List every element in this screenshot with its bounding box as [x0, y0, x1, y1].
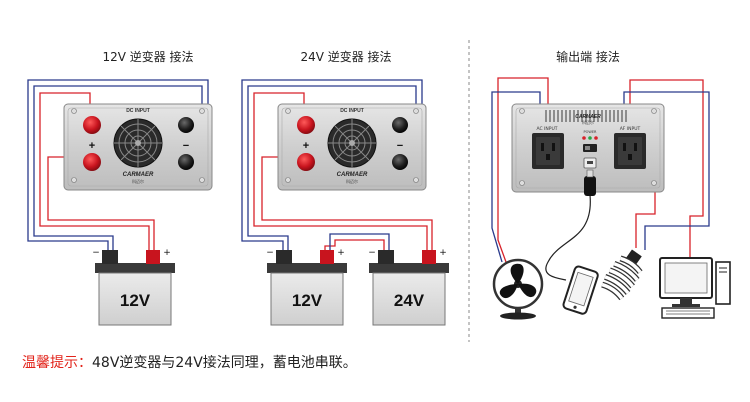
plus-sign: + — [89, 140, 95, 152]
negative-terminal — [392, 117, 408, 133]
af-input-label: AF INPUT — [620, 126, 641, 132]
title-output: 输出端 接法 — [556, 49, 620, 64]
ac-outlet-right — [614, 133, 646, 169]
plus-sign: + — [303, 140, 309, 152]
brand-cn-label: 科迈尔 — [582, 119, 594, 125]
battery-plus: + — [439, 248, 447, 258]
battery-plus: + — [163, 248, 171, 258]
negative-terminal — [392, 154, 408, 170]
computer-icon — [659, 257, 731, 319]
positive-terminal — [83, 116, 101, 134]
positive-terminal — [297, 116, 315, 134]
positive-terminal — [297, 153, 315, 171]
notice-text: 温馨提示：48V逆变器与24V接法同理，蓄电池串联。 — [22, 352, 357, 372]
battery-24v-middle: 24V − + — [368, 248, 449, 326]
minus-sign: − — [397, 140, 403, 152]
brand-label: CARMAER — [575, 114, 601, 120]
electric-fan-icon — [492, 258, 544, 320]
minus-sign: − — [183, 140, 189, 152]
inverter-24v: DC INPUT CARMAER 科迈尔 + − — [277, 103, 427, 191]
dc-input-label: DC INPUT — [340, 108, 364, 114]
brand-label: CARMAER — [337, 172, 368, 178]
fan-grille — [113, 118, 163, 168]
notice-label: 温馨提示： — [22, 355, 92, 371]
brand-cn-label: 科迈尔 — [132, 178, 144, 184]
battery-minus: − — [92, 248, 100, 258]
title-12v: 12V 逆变器 接法 — [102, 49, 193, 64]
fan-grille — [327, 118, 377, 168]
battery-minus: − — [266, 248, 274, 258]
battery-12v-middle: 12V − + — [266, 248, 347, 326]
usb-plug-icon — [584, 169, 596, 196]
negative-terminal — [178, 154, 194, 170]
negative-terminal — [178, 117, 194, 133]
inverter-output-panel: CARMAER 科迈尔 AC INPUT AF INPUT POWER — [511, 103, 665, 193]
title-24v: 24V 逆变器 接法 — [300, 49, 391, 64]
brand-label: CARMAER — [123, 172, 154, 178]
notice-body: 48V逆变器与24V接法同理，蓄电池串联。 — [92, 355, 357, 371]
battery-12v-left: 12V − + — [92, 248, 175, 326]
battery-label: 12V — [292, 291, 323, 310]
light-bulb-icon — [601, 249, 643, 301]
inverter-12v: DC INPUT CARMAER 科迈尔 + − — [63, 103, 213, 191]
brand-cn-label: 科迈尔 — [346, 178, 358, 184]
phone-icon — [562, 265, 599, 315]
power-label: POWER — [584, 130, 598, 134]
dc-input-label: DC INPUT — [126, 108, 150, 114]
battery-label: 24V — [394, 291, 425, 310]
battery-label: 12V — [120, 291, 151, 310]
ac-input-label: AC INPUT — [536, 126, 557, 132]
positive-terminal — [83, 153, 101, 171]
ac-outlet-left — [532, 133, 564, 169]
battery-plus: + — [337, 248, 345, 258]
output-wiring — [491, 77, 710, 281]
battery-minus: − — [368, 248, 376, 258]
